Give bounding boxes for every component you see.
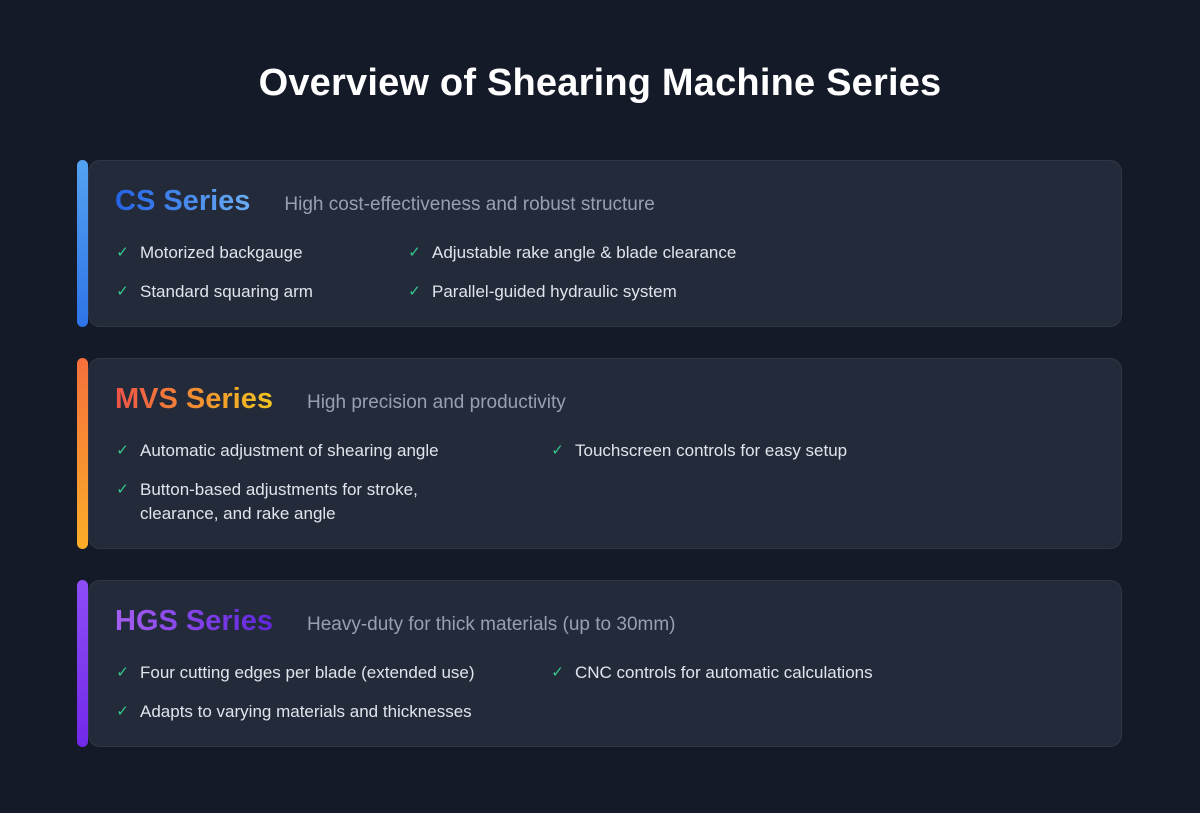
card-row-mvs-series: MVS Series High precision and productivi…: [77, 358, 1122, 549]
feature-item: ✓ Touchscreen controls for easy setup: [550, 439, 1093, 463]
feature-item: ✓ Four cutting edges per blade (extended…: [115, 661, 550, 685]
cards-container: CS Series High cost-effectiveness and ro…: [77, 160, 1122, 747]
feature-text: Button-based adjustments for stroke, cle…: [140, 480, 418, 523]
card-row-hgs-series: HGS Series Heavy-duty for thick material…: [77, 580, 1122, 747]
check-icon: ✓: [408, 244, 421, 261]
feature-column-left: ✓ Motorized backgauge ✓ Standard squarin…: [115, 241, 407, 304]
accent-bar-hgs: [77, 580, 88, 747]
feature-column-right: ✓ Touchscreen controls for easy setup: [550, 439, 1093, 526]
check-icon: ✓: [116, 244, 129, 261]
feature-text: Motorized backgauge: [140, 243, 303, 262]
feature-item: ✓ Motorized backgauge: [115, 241, 407, 265]
check-icon: ✓: [116, 283, 129, 300]
check-icon: ✓: [116, 481, 129, 498]
card-header: HGS Series Heavy-duty for thick material…: [115, 601, 1093, 641]
check-icon: ✓: [551, 442, 564, 459]
card-hgs-series: HGS Series Heavy-duty for thick material…: [88, 580, 1122, 747]
feature-list-hgs: ✓ Four cutting edges per blade (extended…: [115, 661, 1093, 724]
feature-text: Adjustable rake angle & blade clearance: [432, 243, 737, 262]
check-icon: ✓: [116, 703, 129, 720]
feature-list-cs: ✓ Motorized backgauge ✓ Standard squarin…: [115, 241, 1093, 304]
feature-column-left: ✓ Automatic adjustment of shearing angle…: [115, 439, 550, 526]
accent-bar-mvs: [77, 358, 88, 549]
accent-bar-cs: [77, 160, 88, 327]
feature-text: Standard squaring arm: [140, 282, 313, 301]
feature-column-right: ✓ Adjustable rake angle & blade clearanc…: [407, 241, 1093, 304]
feature-text: Automatic adjustment of shearing angle: [140, 441, 439, 460]
card-title-mvs: MVS Series: [115, 379, 273, 419]
card-subtitle-mvs: High precision and productivity: [306, 392, 566, 413]
card-mvs-series: MVS Series High precision and productivi…: [88, 358, 1122, 549]
check-icon: ✓: [116, 664, 129, 681]
feature-item: ✓ Adapts to varying materials and thickn…: [115, 700, 550, 724]
check-icon: ✓: [408, 283, 421, 300]
feature-item: ✓ CNC controls for automatic calculation…: [550, 661, 1093, 685]
card-cs-series: CS Series High cost-effectiveness and ro…: [88, 160, 1122, 327]
feature-text: Parallel-guided hydraulic system: [432, 282, 677, 301]
card-title-hgs: HGS Series: [115, 601, 273, 641]
feature-text: Four cutting edges per blade (extended u…: [140, 663, 475, 682]
card-subtitle-cs: High cost-effectiveness and robust struc…: [284, 194, 655, 215]
card-subtitle-hgs: Heavy-duty for thick materials (up to 30…: [306, 614, 676, 635]
check-icon: ✓: [551, 664, 564, 681]
check-icon: ✓: [116, 442, 129, 459]
feature-item: ✓ Standard squaring arm: [115, 280, 407, 304]
feature-item: ✓ Button-based adjustments for stroke, c…: [115, 478, 550, 526]
feature-text: Adapts to varying materials and thicknes…: [140, 702, 472, 721]
feature-column-left: ✓ Four cutting edges per blade (extended…: [115, 661, 550, 724]
card-title-cs: CS Series: [115, 181, 250, 221]
feature-column-right: ✓ CNC controls for automatic calculation…: [550, 661, 1093, 724]
feature-item: ✓ Parallel-guided hydraulic system: [407, 280, 1093, 304]
feature-item: ✓ Automatic adjustment of shearing angle: [115, 439, 550, 463]
feature-text: Touchscreen controls for easy setup: [575, 441, 848, 460]
page-title: Overview of Shearing Machine Series: [258, 62, 942, 104]
feature-item: ✓ Adjustable rake angle & blade clearanc…: [407, 241, 1093, 265]
card-header: CS Series High cost-effectiveness and ro…: [115, 181, 1093, 221]
feature-list-mvs: ✓ Automatic adjustment of shearing angle…: [115, 439, 1093, 526]
card-row-cs-series: CS Series High cost-effectiveness and ro…: [77, 160, 1122, 327]
card-header: MVS Series High precision and productivi…: [115, 379, 1093, 419]
feature-text: CNC controls for automatic calculations: [575, 663, 873, 682]
